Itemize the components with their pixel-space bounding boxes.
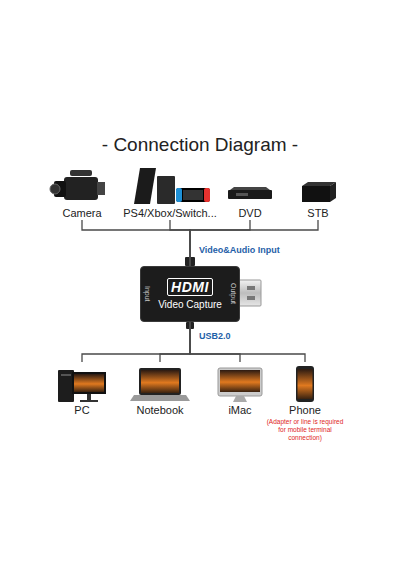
game-console-icon-part: [176, 188, 210, 202]
camcorder-icon-part: [50, 184, 60, 194]
device-label: Camera: [57, 207, 107, 220]
dvd-player-icon-part: [236, 193, 248, 196]
device-label: STB: [293, 207, 343, 220]
port-label: Input: [143, 286, 151, 302]
device-node: DVD: [225, 163, 275, 220]
cable-connector: [82, 322, 190, 362]
desktop-pc-icon-part: [74, 374, 104, 392]
imac-icon-part: [218, 368, 262, 396]
dvd-player-icon: [228, 187, 272, 199]
usb-plug-part: [247, 296, 255, 300]
cable-connector: [190, 220, 318, 266]
cable-connector: [170, 220, 190, 266]
signal-label: USB2.0: [199, 331, 231, 341]
desktop-pc-icon: [58, 370, 106, 402]
set-top-box-icon-part: [302, 186, 330, 202]
phone-icon: [296, 366, 314, 402]
usb-plug-part: [239, 280, 261, 306]
capture-device: HDMI Video Capture Input Output: [140, 266, 240, 322]
device-label: Notebook: [135, 404, 185, 417]
game-console-icon-part: [176, 188, 182, 202]
device-node: PC: [57, 362, 107, 417]
camcorder-icon: [50, 170, 105, 200]
game-console-icon-part: [204, 188, 210, 202]
cable-connector: [190, 220, 250, 266]
note-text: (Adapter or line is required for mobile …: [265, 418, 345, 441]
device-label: DVD: [225, 207, 275, 220]
desktop-pc-icon-part: [87, 394, 91, 400]
device-node: PS4/Xbox/Switch...: [123, 163, 217, 220]
usb-plug: [239, 280, 261, 306]
cable-connector: [82, 220, 190, 266]
cable-connector: [190, 322, 240, 362]
desktop-pc-icon-part: [58, 370, 74, 402]
game-console-icon-part: [134, 168, 156, 204]
phone-icon-part: [296, 366, 314, 402]
signal-label: Video&Audio Input: [199, 245, 280, 255]
game-console-icon-part: [183, 190, 203, 200]
notebook-icon-part: [139, 368, 181, 395]
notebook-icon: [130, 368, 190, 401]
device-node: STB: [293, 163, 343, 220]
dvd-player-icon-part: [230, 187, 270, 190]
dvd-player-icon-part: [228, 190, 272, 199]
set-top-box-icon-part: [302, 182, 336, 186]
set-top-box-icon-part: [330, 182, 336, 202]
device-label: PS4/Xbox/Switch...: [123, 207, 217, 220]
device-label: PC: [57, 404, 107, 417]
device-node: Camera: [57, 163, 107, 220]
desktop-pc-icon-part: [61, 374, 71, 376]
title-block: - Connection Diagram -: [0, 134, 400, 156]
device-node: Phone(Adapter or line is required for mo…: [265, 362, 345, 441]
diagram-title: - Connection Diagram -: [102, 134, 298, 155]
camcorder-icon-part: [97, 182, 105, 195]
set-top-box-icon: [302, 182, 336, 202]
game-console-icon-part: [157, 176, 175, 204]
camcorder-icon-part: [70, 170, 92, 176]
imac-icon-part: [220, 370, 260, 392]
logo-text: HDMI: [167, 278, 213, 296]
cable-connector: [160, 322, 190, 362]
device-label: Phone: [265, 404, 345, 417]
product-name: Video Capture: [158, 299, 222, 311]
imac-icon-part: [233, 396, 247, 402]
label-block: Video&Audio Input: [199, 245, 280, 255]
imac-icon: [218, 368, 262, 402]
game-console-icon: [134, 168, 210, 204]
notebook-icon-part: [130, 395, 190, 401]
logo-area: HDMI Video Capture: [151, 278, 229, 311]
port-label: Output: [229, 283, 237, 304]
camcorder-icon-part: [64, 177, 98, 200]
desktop-pc-icon-part: [72, 372, 106, 394]
notebook-icon-part: [141, 370, 179, 393]
usb-plug-part: [247, 286, 255, 290]
cable-connector: [190, 322, 305, 362]
label-block: USB2.0: [199, 331, 231, 341]
phone-icon-part: [298, 369, 313, 399]
device-node: iMac: [215, 362, 265, 417]
device-node: Notebook: [135, 362, 185, 417]
desktop-pc-icon-part: [80, 400, 98, 402]
device-label: iMac: [215, 404, 265, 417]
